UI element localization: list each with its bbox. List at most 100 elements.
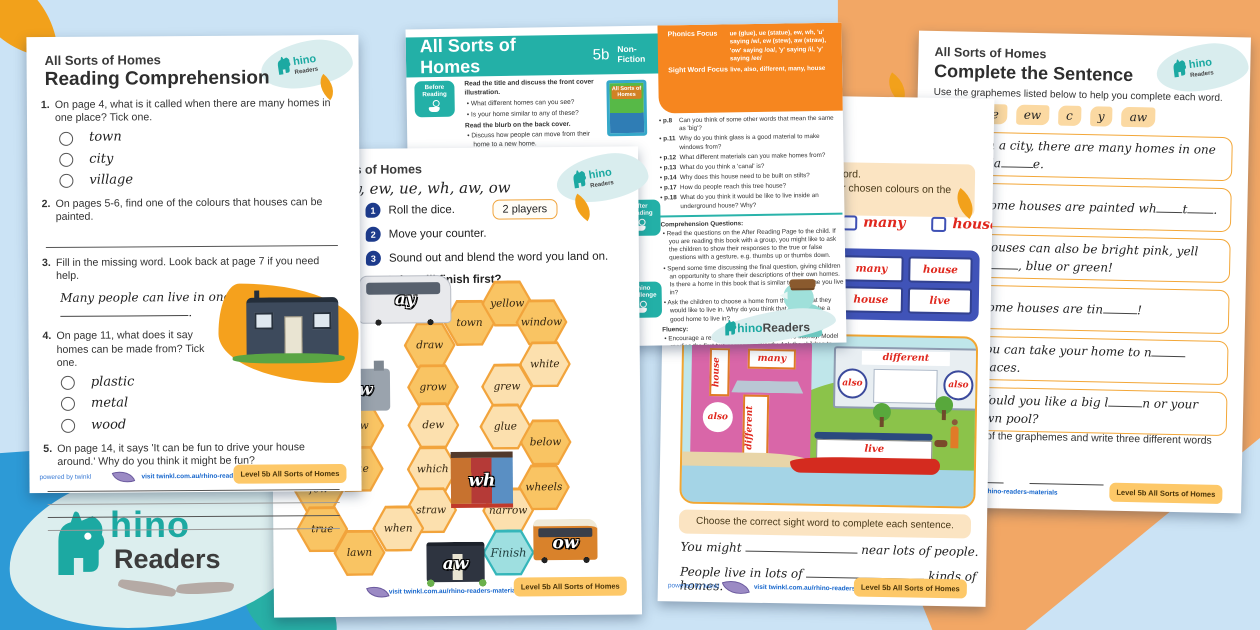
powered-by-twinkl: powered by twinkl <box>667 582 720 591</box>
question-text: On pages 5-6, find one of the colours th… <box>55 196 323 224</box>
sentence-text: Houses can also be bright pink, yell, bl… <box>980 238 1230 279</box>
van-photo: ay <box>359 275 452 324</box>
grid-word-cell: live <box>907 287 973 315</box>
radio-circle[interactable] <box>60 397 76 412</box>
open-book-icon <box>118 582 238 596</box>
question-text: On page 11, what does it say homes can b… <box>56 329 205 369</box>
logo-word-readers: Readers <box>294 66 319 77</box>
hex-word: grow <box>419 381 447 394</box>
page-question: Why does this house need to be built on … <box>679 172 810 182</box>
colour-key-item: house <box>931 216 994 233</box>
question-number: 2. <box>41 198 51 211</box>
board-hex: dew <box>407 402 459 448</box>
question-number: 5. <box>43 442 53 455</box>
book-title: All Sorts of Homes <box>419 34 516 78</box>
question-text: Fill in the missing word. Look back at p… <box>55 254 320 282</box>
hex-word: draw <box>416 339 444 352</box>
page-ref: p.18 <box>660 195 680 212</box>
radio-circle[interactable] <box>61 418 76 433</box>
question: 5.On page 14, it says 'It can be fun to … <box>43 441 344 532</box>
logo-word-hino: hino <box>587 166 613 182</box>
cabin-photo: aw <box>426 541 485 583</box>
step-number: 2 <box>365 226 381 242</box>
sight-word-focus-label: Sight Word Focus <box>668 66 729 75</box>
powered-by-twinkl: powered by twinkl <box>39 473 92 482</box>
sentence-text: You might <box>680 539 746 555</box>
lead-text: Read the title and discuss the front cov… <box>464 78 594 97</box>
twinkl-link[interactable]: visit twinkl.com.au/rhino-readers-materi… <box>388 587 522 596</box>
sentence-blank <box>1187 202 1214 214</box>
option-row: village <box>59 171 341 189</box>
level-badge: Level 5b All Sorts of Homes <box>1109 482 1223 505</box>
rhino-icon <box>1173 59 1187 78</box>
window <box>254 312 274 330</box>
hut <box>246 290 339 361</box>
radio-circle[interactable] <box>59 131 74 146</box>
logo-word-readers: Readers <box>1189 70 1215 79</box>
leaf-icon <box>365 581 390 603</box>
sentence-blank <box>1156 201 1183 214</box>
awning <box>731 380 803 393</box>
fill-blank <box>60 305 189 318</box>
scene-word-many: many <box>747 348 797 370</box>
page-question: Why do you think glass is a good materia… <box>679 133 820 151</box>
checkbox[interactable] <box>931 216 947 232</box>
radio-circle[interactable] <box>59 173 74 189</box>
page-question: What different materials can you make ho… <box>679 151 826 161</box>
hex-inner: which <box>409 449 456 490</box>
sentence-text: You can take your home to n <box>978 341 1152 360</box>
rhino-icon <box>277 56 291 75</box>
colour-key-item: many <box>842 214 906 231</box>
rhino-readers-logo: hino Readers <box>46 498 276 610</box>
step-text: Roll the dice. <box>388 203 456 217</box>
grapheme-chip[interactable]: y <box>1089 106 1113 127</box>
level-label: 5b <box>592 45 610 64</box>
series-title: All Sorts of Homes <box>934 44 1047 62</box>
sentence-text: , blue or green! <box>1017 258 1113 275</box>
logo-word-readers: Readers <box>762 319 811 335</box>
phonics-focus-value: ue (glue), ue (statue), ew, wh, 'u' sayi… <box>729 28 827 63</box>
sentence-text: In a city, there are many homes in one p… <box>982 136 1232 177</box>
hex-inner: Finish <box>485 532 532 573</box>
sentence-text: . <box>1213 202 1218 217</box>
hex-word: dew <box>422 419 445 432</box>
hex-inner: grew <box>483 366 530 407</box>
grapheme-chip[interactable]: c <box>1057 105 1082 126</box>
radio-circle[interactable] <box>59 152 74 167</box>
hex-inner: draw <box>406 325 453 366</box>
sentence-blank <box>745 540 858 554</box>
divider <box>660 212 843 218</box>
answer-lines <box>45 232 342 248</box>
canal-scene-illustration: house many also different different also… <box>679 331 979 509</box>
option-row: wood <box>61 416 343 434</box>
option-row: metal <box>60 394 343 412</box>
hex-word: lawn <box>346 546 373 559</box>
hex-word: glue <box>493 420 517 433</box>
question-number: 4. <box>42 330 52 343</box>
sight-word-focus-row: Sight Word Focus live, also, different, … <box>668 65 836 76</box>
scene-word-also: also <box>702 401 734 433</box>
hex-inner: below <box>522 422 569 463</box>
hex-word: yellow <box>490 297 525 310</box>
instruction-strip: Choose the correct sight word to complet… <box>678 509 972 539</box>
page-ref: p.17 <box>660 184 680 192</box>
radio-circle[interactable] <box>60 376 75 391</box>
grapheme-chip[interactable]: aw <box>1121 106 1156 128</box>
phonics-focus-row: Phonics Focus ue (glue), ue (statue), ew… <box>668 29 837 65</box>
option-label: metal <box>90 395 129 412</box>
page-ref: p.13 <box>660 164 680 172</box>
question: 1.On page 4, what is it called when ther… <box>41 97 342 189</box>
sentence-blank <box>1102 302 1138 315</box>
grapheme-chip[interactable]: ew <box>1015 104 1050 126</box>
sentence-text: Would you like a big l <box>977 392 1109 410</box>
